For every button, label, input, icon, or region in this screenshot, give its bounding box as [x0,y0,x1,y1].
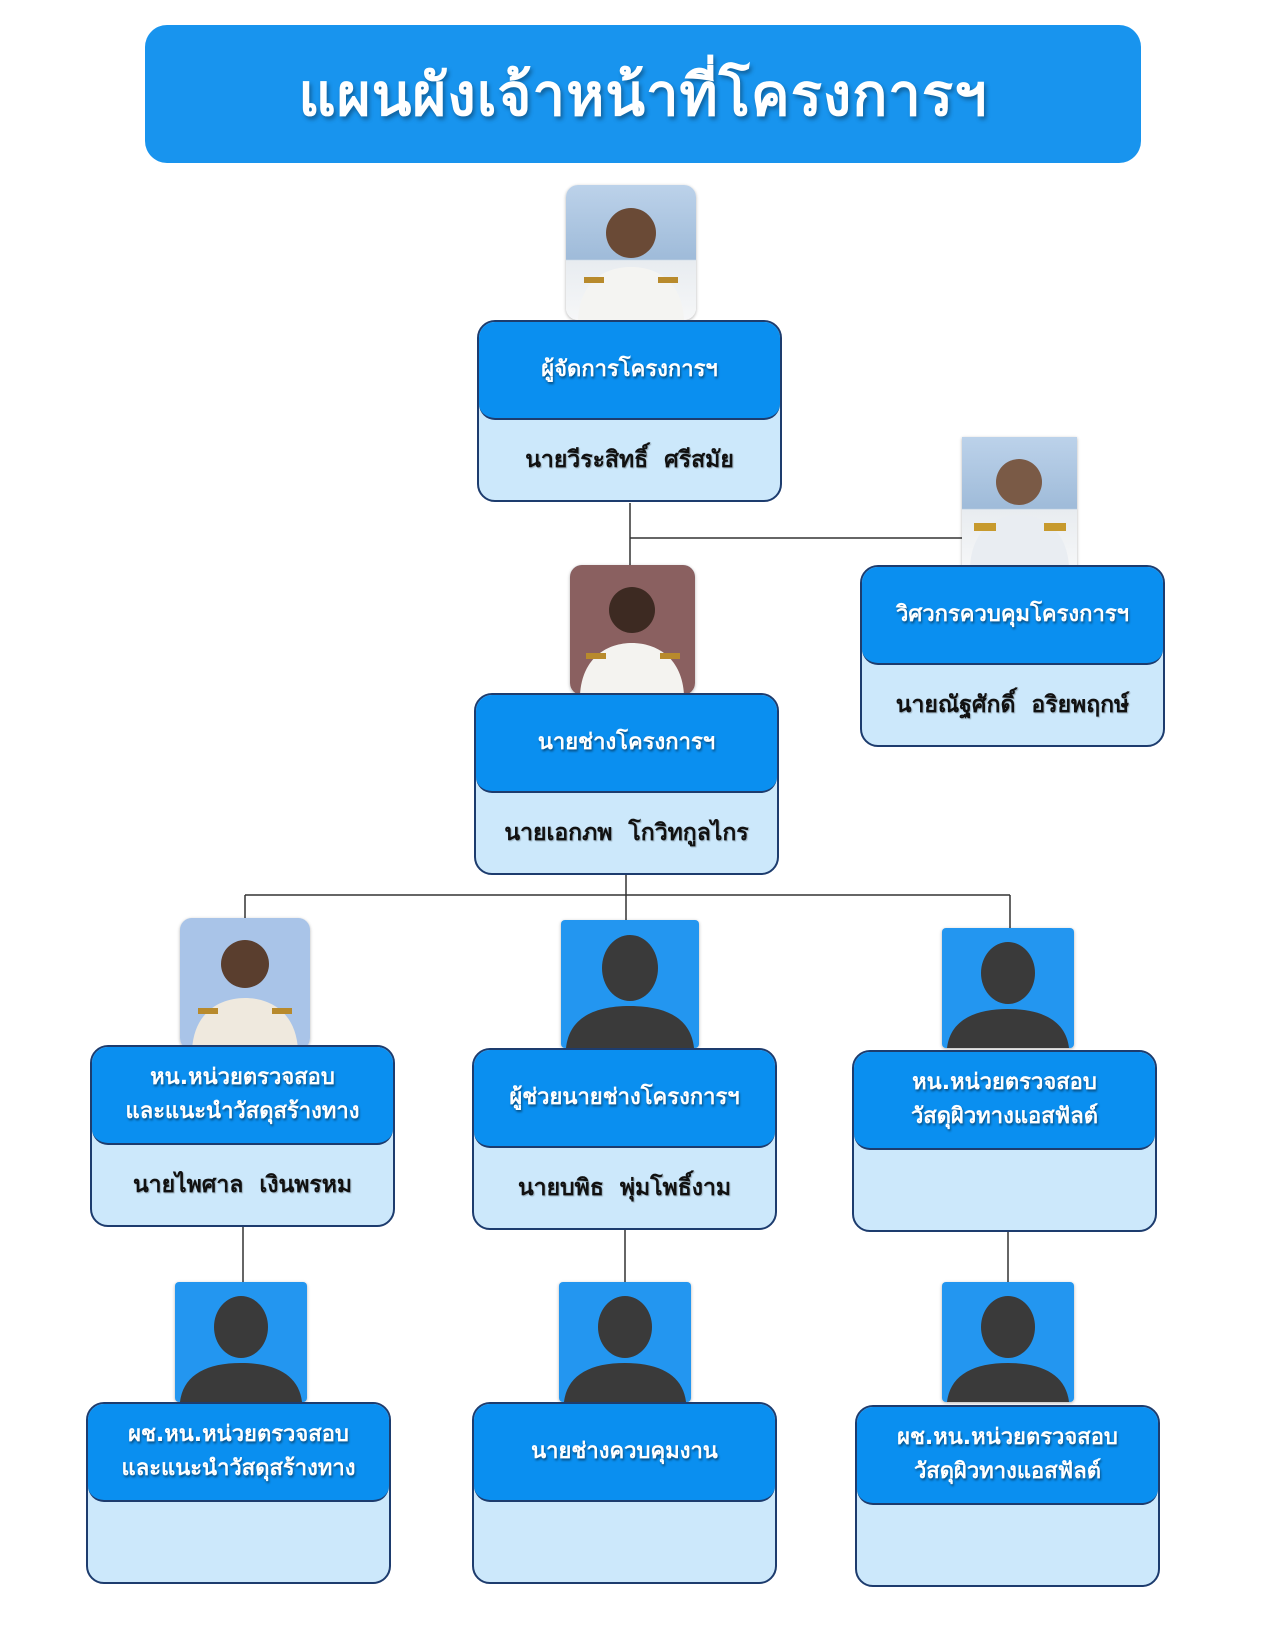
control-engineer-photo [962,437,1077,567]
page-title: แผนผังเจ้าหน้าที่โครงการฯ [298,60,988,129]
person-name: นายวีระสิทธิ์ ศรีสมัย [525,447,734,473]
card-control-engineer: วิศวกรควบคุมโครงการฯ นายณัฐศักดิ์ อริยพฤ… [860,565,1165,747]
asphalt-assistant-silhouette-icon [942,1282,1074,1402]
role-label: หน.หน่วยตรวจสอบ วัสดุผิวทางแอสฟัลต์ [910,1069,1099,1129]
card-project-engineer: นายช่างโครงการฯ นายเอกภพ โกวิทกูลไกร [474,693,779,875]
role-label: นายช่างโครงการฯ [537,729,716,755]
project-engineer-photo [570,565,695,695]
material-lead-photo [180,918,310,1050]
person-name: นายเอกภพ โกวิทกูลไกร [504,820,749,846]
card-material-assistant: ผช.หน.หน่วยตรวจสอบ และแนะนำวัสดุสร้างทาง [86,1402,391,1584]
person-name: นายบพิธ พุ่มโพธิ์งาม [517,1175,732,1201]
work-supervisor-silhouette-icon [559,1282,691,1402]
role-label: ผช.หน.หน่วยตรวจสอบ วัสดุผิวทางแอสฟัลต์ [897,1424,1118,1484]
role-label: หน.หน่วยตรวจสอบ และแนะนำวัสดุสร้างทาง [125,1064,360,1124]
card-manager: ผู้จัดการโครงการฯ นายวีระสิทธิ์ ศรีสมัย [477,320,782,502]
role-label: วิศวกรควบคุมโครงการฯ [896,601,1129,627]
card-work-supervisor: นายช่างควบคุมงาน [472,1402,777,1584]
card-material-lead: หน.หน่วยตรวจสอบ และแนะนำวัสดุสร้างทาง นา… [90,1045,395,1227]
manager-photo [566,185,696,320]
role-label: ผู้ช่วยนายช่างโครงการฯ [509,1084,740,1110]
material-assistant-silhouette-icon [175,1282,307,1402]
card-asphalt-assistant: ผช.หน.หน่วยตรวจสอบ วัสดุผิวทางแอสฟัลต์ [855,1405,1160,1587]
title-banner: แผนผังเจ้าหน้าที่โครงการฯ [145,25,1141,163]
role-label: นายช่างควบคุมงาน [531,1438,718,1464]
role-label: ผช.หน.หน่วยตรวจสอบ และแนะนำวัสดุสร้างทาง [121,1421,356,1481]
person-name: นายไพศาล เงินพรหม [132,1172,353,1198]
card-assistant-engineer: ผู้ช่วยนายช่างโครงการฯ นายบพิธ พุ่มโพธิ์… [472,1048,777,1230]
asphalt-lead-silhouette-icon [942,928,1074,1048]
card-asphalt-lead: หน.หน่วยตรวจสอบ วัสดุผิวทางแอสฟัลต์ [852,1050,1157,1232]
assistant-engineer-silhouette-icon [561,920,699,1048]
role-label: ผู้จัดการโครงการฯ [541,356,718,382]
person-name: นายณัฐศักดิ์ อริยพฤกษ์ [895,692,1130,718]
